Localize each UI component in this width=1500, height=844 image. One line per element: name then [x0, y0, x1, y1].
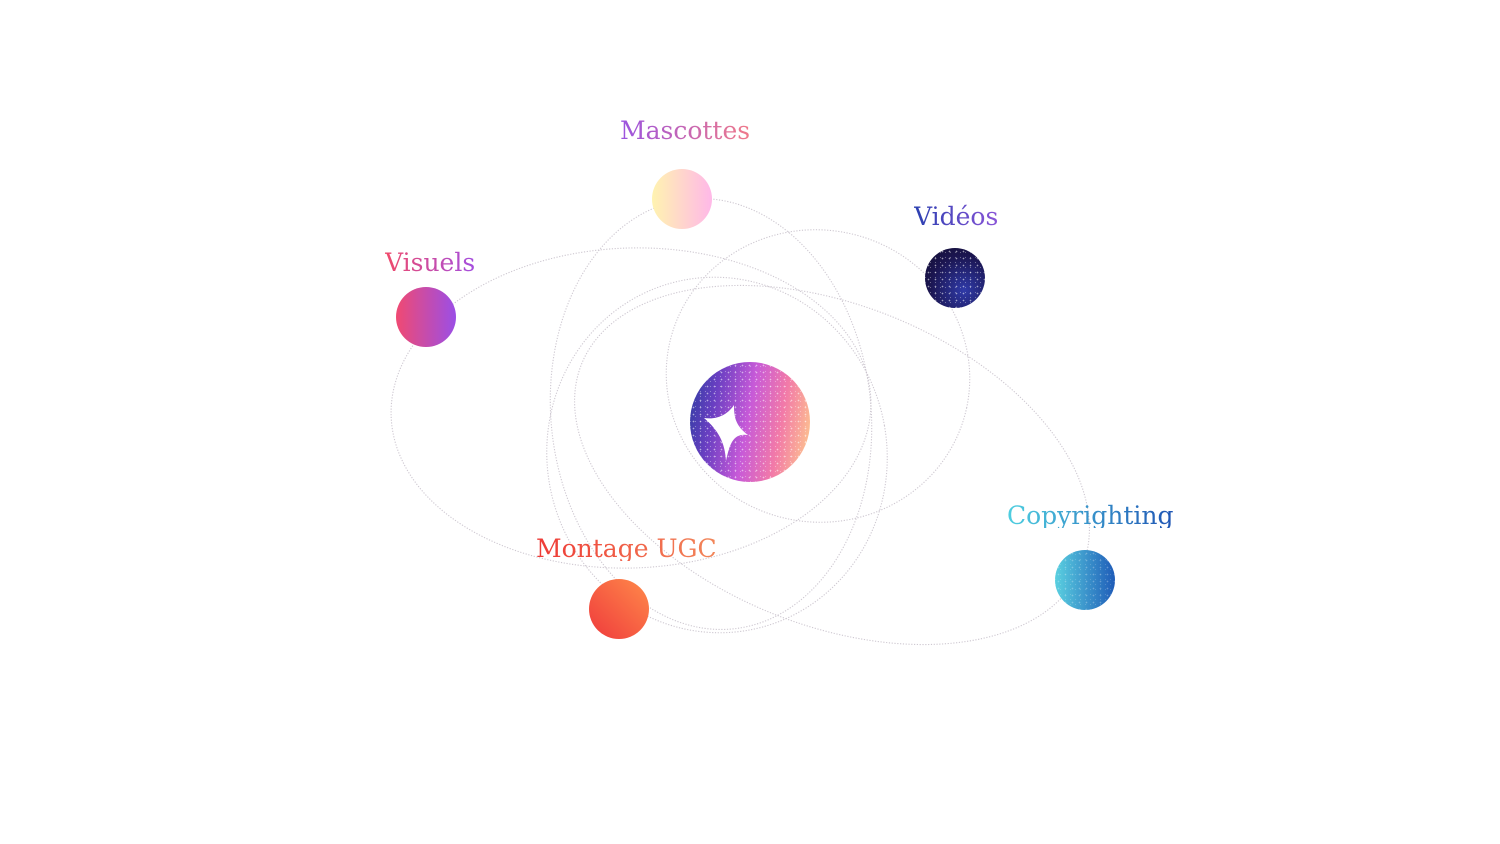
- orbit-ellipse: [574, 284, 1090, 646]
- label-videos: Vidéos: [914, 202, 999, 231]
- center-orb: [690, 362, 810, 482]
- label-mascottes: Mascottes: [620, 116, 751, 145]
- orbit-ellipse: [390, 247, 872, 569]
- planet-montage-ugc[interactable]: [589, 579, 649, 639]
- planet-visuels[interactable]: [396, 287, 456, 347]
- sparkle-star-icon: [704, 405, 748, 461]
- planet-mascottes[interactable]: [652, 169, 712, 229]
- planet-copyrighting[interactable]: [1055, 550, 1115, 610]
- orbit-ellipse: [546, 276, 888, 634]
- label-copyrighting: Copyrighting: [1007, 501, 1174, 530]
- label-montage-ugc: Montage UGC: [536, 534, 717, 563]
- orbit-ellipse: [665, 229, 971, 523]
- planet-grain: [1055, 550, 1115, 610]
- label-visuels: Visuels: [385, 248, 476, 277]
- planet-grain: [925, 248, 985, 308]
- planet-videos[interactable]: [925, 248, 985, 308]
